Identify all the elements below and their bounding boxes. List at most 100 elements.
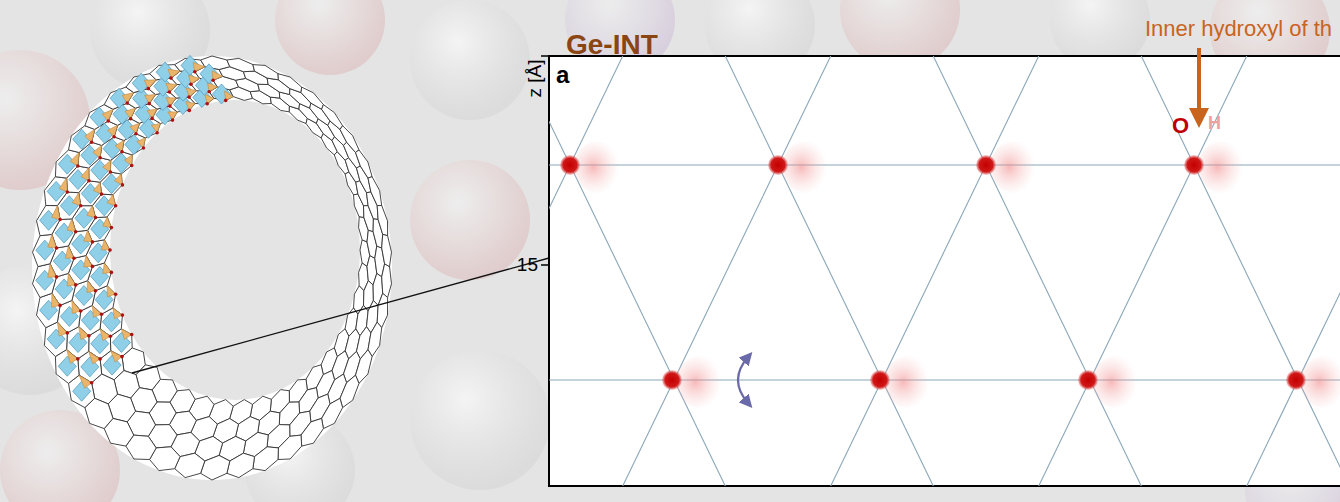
- grid-line: [1322, 56, 1340, 486]
- tube-cell: [382, 264, 392, 298]
- tick-label: 15: [517, 255, 538, 276]
- rotation-arrow: [738, 357, 748, 403]
- oxygen-density: [1184, 155, 1204, 175]
- tetrahedron: [130, 123, 140, 133]
- hydrogen-density: [574, 141, 622, 193]
- oxygen-dot: [91, 265, 95, 269]
- tube-cell: [253, 65, 279, 80]
- oxygen-density: [560, 155, 580, 175]
- grid-line: [823, 56, 1066, 486]
- tetrahedron: [113, 308, 123, 319]
- oxygen-dot: [121, 183, 125, 187]
- triangular-grid: [549, 56, 1340, 486]
- tetrahedron: [92, 305, 101, 317]
- oxygen-dot: [91, 240, 95, 244]
- tetrahedron: [72, 193, 80, 206]
- oxygen-dot: [66, 190, 70, 194]
- hydrogen-density: [782, 141, 830, 193]
- atom-label: O: [1172, 114, 1189, 138]
- grid-line: [698, 56, 941, 486]
- panel-letter: a: [556, 62, 569, 88]
- tube-cell: [227, 453, 255, 477]
- oxygen-dot: [98, 156, 102, 160]
- tube-cell: [322, 398, 343, 428]
- oxygen-dot: [76, 357, 80, 361]
- atom-density: [560, 141, 1340, 408]
- oxygen-dot: [94, 216, 98, 220]
- tetrahedron: [93, 145, 102, 157]
- oxygen-dot: [188, 109, 192, 113]
- tetrahedron: [100, 329, 110, 341]
- octahedron: [91, 160, 109, 180]
- hydrogen-density: [884, 356, 932, 408]
- tetrahedron: [67, 219, 76, 232]
- oxygen-dot: [66, 331, 70, 335]
- tube-cell: [377, 206, 387, 236]
- hydrogen-density: [676, 356, 724, 408]
- oxygen-dot: [130, 164, 134, 168]
- oxygen-dot: [98, 357, 102, 361]
- tube-cell: [382, 234, 392, 266]
- oxygen-dot: [171, 118, 175, 122]
- tube-cell: [126, 74, 156, 93]
- tetrahedron: [59, 178, 67, 192]
- tetrahedron: [48, 234, 57, 248]
- oxygen-dot: [224, 99, 228, 103]
- oxygen-dot: [125, 101, 129, 105]
- tetrahedron: [107, 195, 115, 206]
- oxygen-dot: [187, 95, 191, 99]
- tube-cell: [85, 105, 113, 130]
- oxygen-dot: [90, 381, 94, 385]
- oxygen-dot: [121, 313, 125, 317]
- tube-cell: [33, 234, 57, 266]
- hydrogen-density: [1198, 141, 1246, 193]
- tube-cell: [356, 350, 373, 384]
- tube-cell: [340, 126, 359, 153]
- oxygen-density: [870, 370, 890, 390]
- oxygen-dot: [58, 304, 62, 308]
- oxygen-dot: [112, 135, 116, 139]
- background-sphere: [410, 0, 530, 120]
- tetrahedron: [114, 174, 122, 185]
- oxygen-dot: [55, 275, 59, 279]
- oxygen-density: [1286, 370, 1306, 390]
- oxygen-dot: [100, 192, 104, 196]
- tube-cell: [322, 105, 343, 130]
- oxygen-density: [662, 370, 682, 390]
- tetrahedron: [65, 246, 74, 258]
- oxygen-density: [1078, 370, 1098, 390]
- axis-tick: [541, 264, 549, 266]
- tube-hole: [110, 100, 360, 400]
- oxygen-dot: [74, 230, 78, 234]
- oxygen-dot: [120, 150, 124, 154]
- tetrahedron: [70, 153, 79, 167]
- panel-title: Ge-INT: [566, 30, 658, 61]
- tetrahedron: [79, 375, 92, 388]
- tube-cell: [33, 264, 57, 298]
- tube-cell: [368, 322, 382, 356]
- tetrahedron: [166, 83, 177, 92]
- tube-cell: [227, 58, 255, 71]
- tube-cell: [278, 435, 302, 459]
- oxygen-dot: [110, 226, 114, 230]
- tetrahedron: [89, 351, 100, 364]
- hydrogen-density: [990, 141, 1038, 193]
- oxygen-dot: [100, 312, 104, 316]
- tube-cell: [278, 74, 302, 93]
- octahedron: [102, 174, 120, 194]
- tube-cell: [44, 322, 67, 356]
- background-sphere: [410, 350, 550, 490]
- oxygen-dot: [114, 204, 118, 208]
- oxygen-dot: [120, 355, 124, 359]
- tetrahedron: [48, 264, 57, 278]
- tetrahedron: [144, 80, 156, 89]
- hydrogen-density: [1092, 356, 1140, 408]
- tetrahedron: [81, 168, 89, 181]
- grid-line: [615, 56, 858, 486]
- tetrahedron: [186, 88, 196, 97]
- oxygen-dot: [129, 117, 133, 121]
- tube-cell: [368, 177, 382, 206]
- oxygen-dot: [79, 204, 83, 208]
- tetrahedron: [103, 160, 111, 172]
